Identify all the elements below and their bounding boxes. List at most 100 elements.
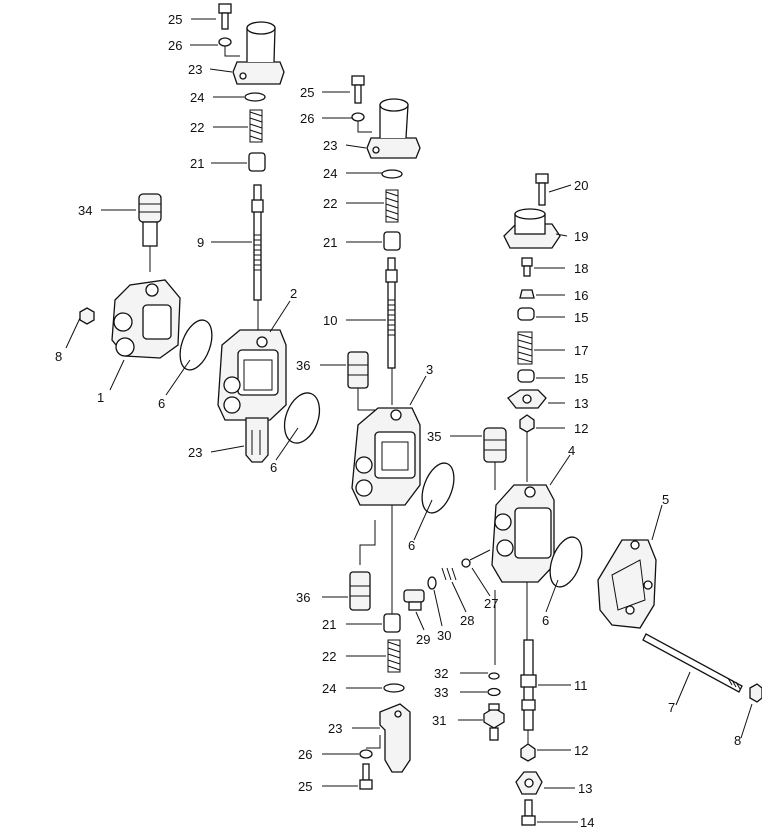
part-relief-valve-34 [138, 193, 162, 247]
part-plug-31 [483, 703, 505, 741]
callout-23-top-left: 23 [188, 62, 202, 77]
part-retainer-21-lower [383, 613, 401, 633]
callout-6-body-4: 6 [542, 613, 549, 628]
part-nut-12-upper [519, 414, 535, 433]
part-nut-8-right [749, 683, 762, 703]
part-spool-9 [251, 184, 264, 301]
part-valve-body-1 [111, 279, 181, 359]
part-bolt-25-bottom [359, 763, 373, 790]
callout-36-lower: 36 [296, 590, 310, 605]
callout-34: 34 [78, 203, 92, 218]
callout-24-left: 24 [190, 90, 204, 105]
part-valve-body-2 [217, 329, 287, 421]
callout-21-lower: 21 [322, 617, 336, 632]
callout-23-bottom-middle: 23 [328, 721, 342, 736]
callout-24-lower: 24 [322, 681, 336, 696]
callout-26-middle: 26 [300, 111, 314, 126]
part-spring-22-lower [387, 639, 401, 673]
callout-11: 11 [574, 678, 588, 693]
callout-labels: 25 26 23 24 22 21 34 9 2 8 1 6 23 6 25 2… [55, 12, 741, 830]
callout-29: 29 [416, 632, 430, 647]
callout-24-middle: 24 [323, 166, 337, 181]
part-oring-6-body-3 [421, 462, 455, 514]
part-retainer-21-middle [383, 231, 401, 251]
part-bolt-20 [535, 173, 549, 206]
callout-25-top-left: 25 [168, 12, 182, 27]
part-bolt-25-left [218, 3, 232, 30]
part-valve-body-3 [351, 407, 421, 506]
callout-14: 14 [580, 815, 594, 830]
callout-25-middle: 25 [300, 85, 314, 100]
part-cap-23-bottom-middle [379, 703, 411, 773]
part-spool-11 [520, 639, 537, 731]
callout-18: 18 [574, 261, 588, 276]
callout-36-upper: 36 [296, 358, 310, 373]
part-valve-body-4 [491, 484, 555, 583]
callout-7: 7 [668, 700, 675, 715]
part-cap-23-top-left [232, 21, 285, 85]
part-washer-26-bottom [359, 749, 373, 759]
callout-1: 1 [97, 390, 104, 405]
part-oring-24-left [244, 92, 266, 102]
callout-6-body-1: 6 [158, 396, 165, 411]
callout-10: 10 [323, 313, 337, 328]
callout-23-top-middle: 23 [323, 138, 337, 153]
part-retainer-21-left [248, 152, 266, 172]
part-cap-23-under-body-2 [245, 417, 269, 463]
callout-22-middle: 22 [323, 196, 337, 211]
part-spring-22-middle [385, 189, 399, 223]
part-spring-17 [517, 331, 533, 365]
callout-15-lower: 15 [574, 371, 588, 386]
callout-16: 16 [574, 288, 588, 303]
part-plate-13-lower [515, 771, 543, 795]
callout-35: 35 [427, 429, 441, 444]
part-solenoid-35 [483, 427, 507, 463]
part-plug-29 [403, 589, 425, 611]
part-retainer-15-upper [517, 307, 535, 321]
callout-21-middle: 21 [323, 235, 337, 250]
callout-6-body-2: 6 [270, 460, 277, 475]
part-check-valve-36-upper [347, 351, 369, 389]
part-oring-6-body-1 [179, 319, 213, 371]
callout-23-under-body-2: 23 [188, 445, 202, 460]
part-bolt-25-middle [351, 75, 365, 104]
part-spring-22-left [249, 109, 263, 143]
callout-26-top-left: 26 [168, 38, 182, 53]
callout-28: 28 [460, 613, 474, 628]
part-oring-30 [427, 576, 437, 590]
part-cover-19 [503, 208, 561, 249]
callout-12-upper: 12 [574, 421, 588, 436]
part-oring-24-lower [383, 683, 405, 693]
callout-25-bottom: 25 [298, 779, 312, 794]
callout-5: 5 [662, 492, 669, 507]
part-spring-28 [441, 567, 457, 581]
part-bolt-18 [521, 257, 533, 277]
callout-20: 20 [574, 178, 588, 193]
part-end-cover-5 [597, 539, 657, 629]
callout-12-lower: 12 [574, 743, 588, 758]
part-washer-26-left [218, 37, 232, 47]
callout-9: 9 [197, 235, 204, 250]
part-oring-32 [488, 672, 500, 680]
callout-27: 27 [484, 596, 498, 611]
part-washer-26-middle [351, 112, 365, 122]
callout-6-body-3: 6 [408, 538, 415, 553]
part-retainer-15-lower [517, 369, 535, 383]
part-cap-23-top-middle [366, 98, 421, 159]
leader-lines [65, 18, 753, 823]
part-check-valve-36-lower [349, 571, 371, 611]
callout-17: 17 [574, 343, 588, 358]
callout-26-bottom: 26 [298, 747, 312, 762]
callout-13-lower: 13 [578, 781, 592, 796]
callout-31: 31 [432, 713, 446, 728]
callout-33: 33 [434, 685, 448, 700]
callout-13-upper: 13 [574, 396, 588, 411]
part-bolt-14 [521, 799, 536, 826]
part-tie-bolt-7 [642, 633, 743, 693]
callout-19: 19 [574, 229, 588, 244]
callout-32: 32 [434, 666, 448, 681]
part-nut-12-lower [520, 743, 536, 762]
part-oring-6-body-2 [283, 392, 321, 444]
callout-22-lower: 22 [322, 649, 336, 664]
